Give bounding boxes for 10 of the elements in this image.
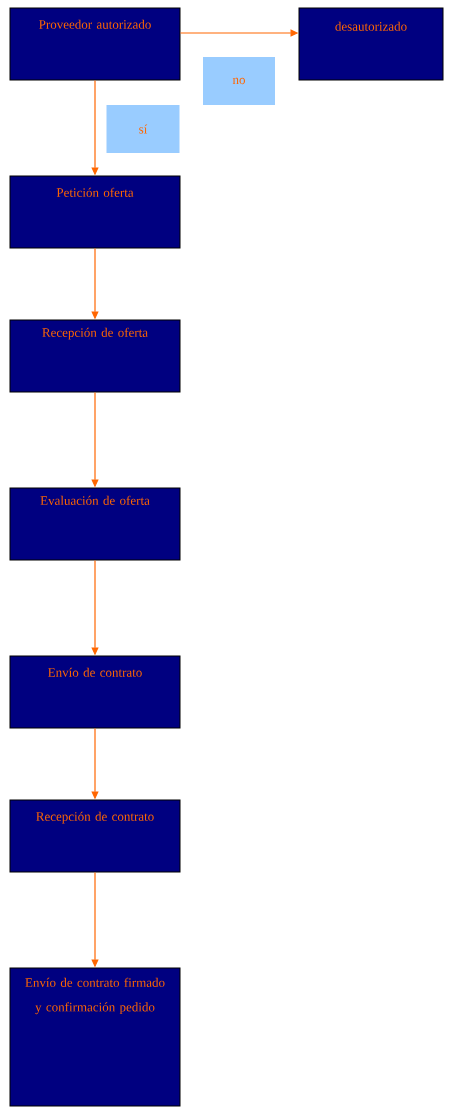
process-box: Recepción de contrato [9, 799, 181, 873]
process-box: Petición oferta [9, 175, 181, 249]
process-box: desautorizado [298, 7, 444, 81]
process-box: Proveedor autorizado [9, 7, 181, 81]
process-box: Envío de contrato [9, 655, 181, 729]
edge-label: no [203, 57, 275, 105]
edge-label: sí [106, 105, 180, 153]
process-box: Envío de contrato firmado y confirmación pedido [9, 967, 181, 1107]
process-box: Recepción de oferta [9, 319, 181, 393]
process-box: Evaluación de oferta [9, 487, 181, 561]
